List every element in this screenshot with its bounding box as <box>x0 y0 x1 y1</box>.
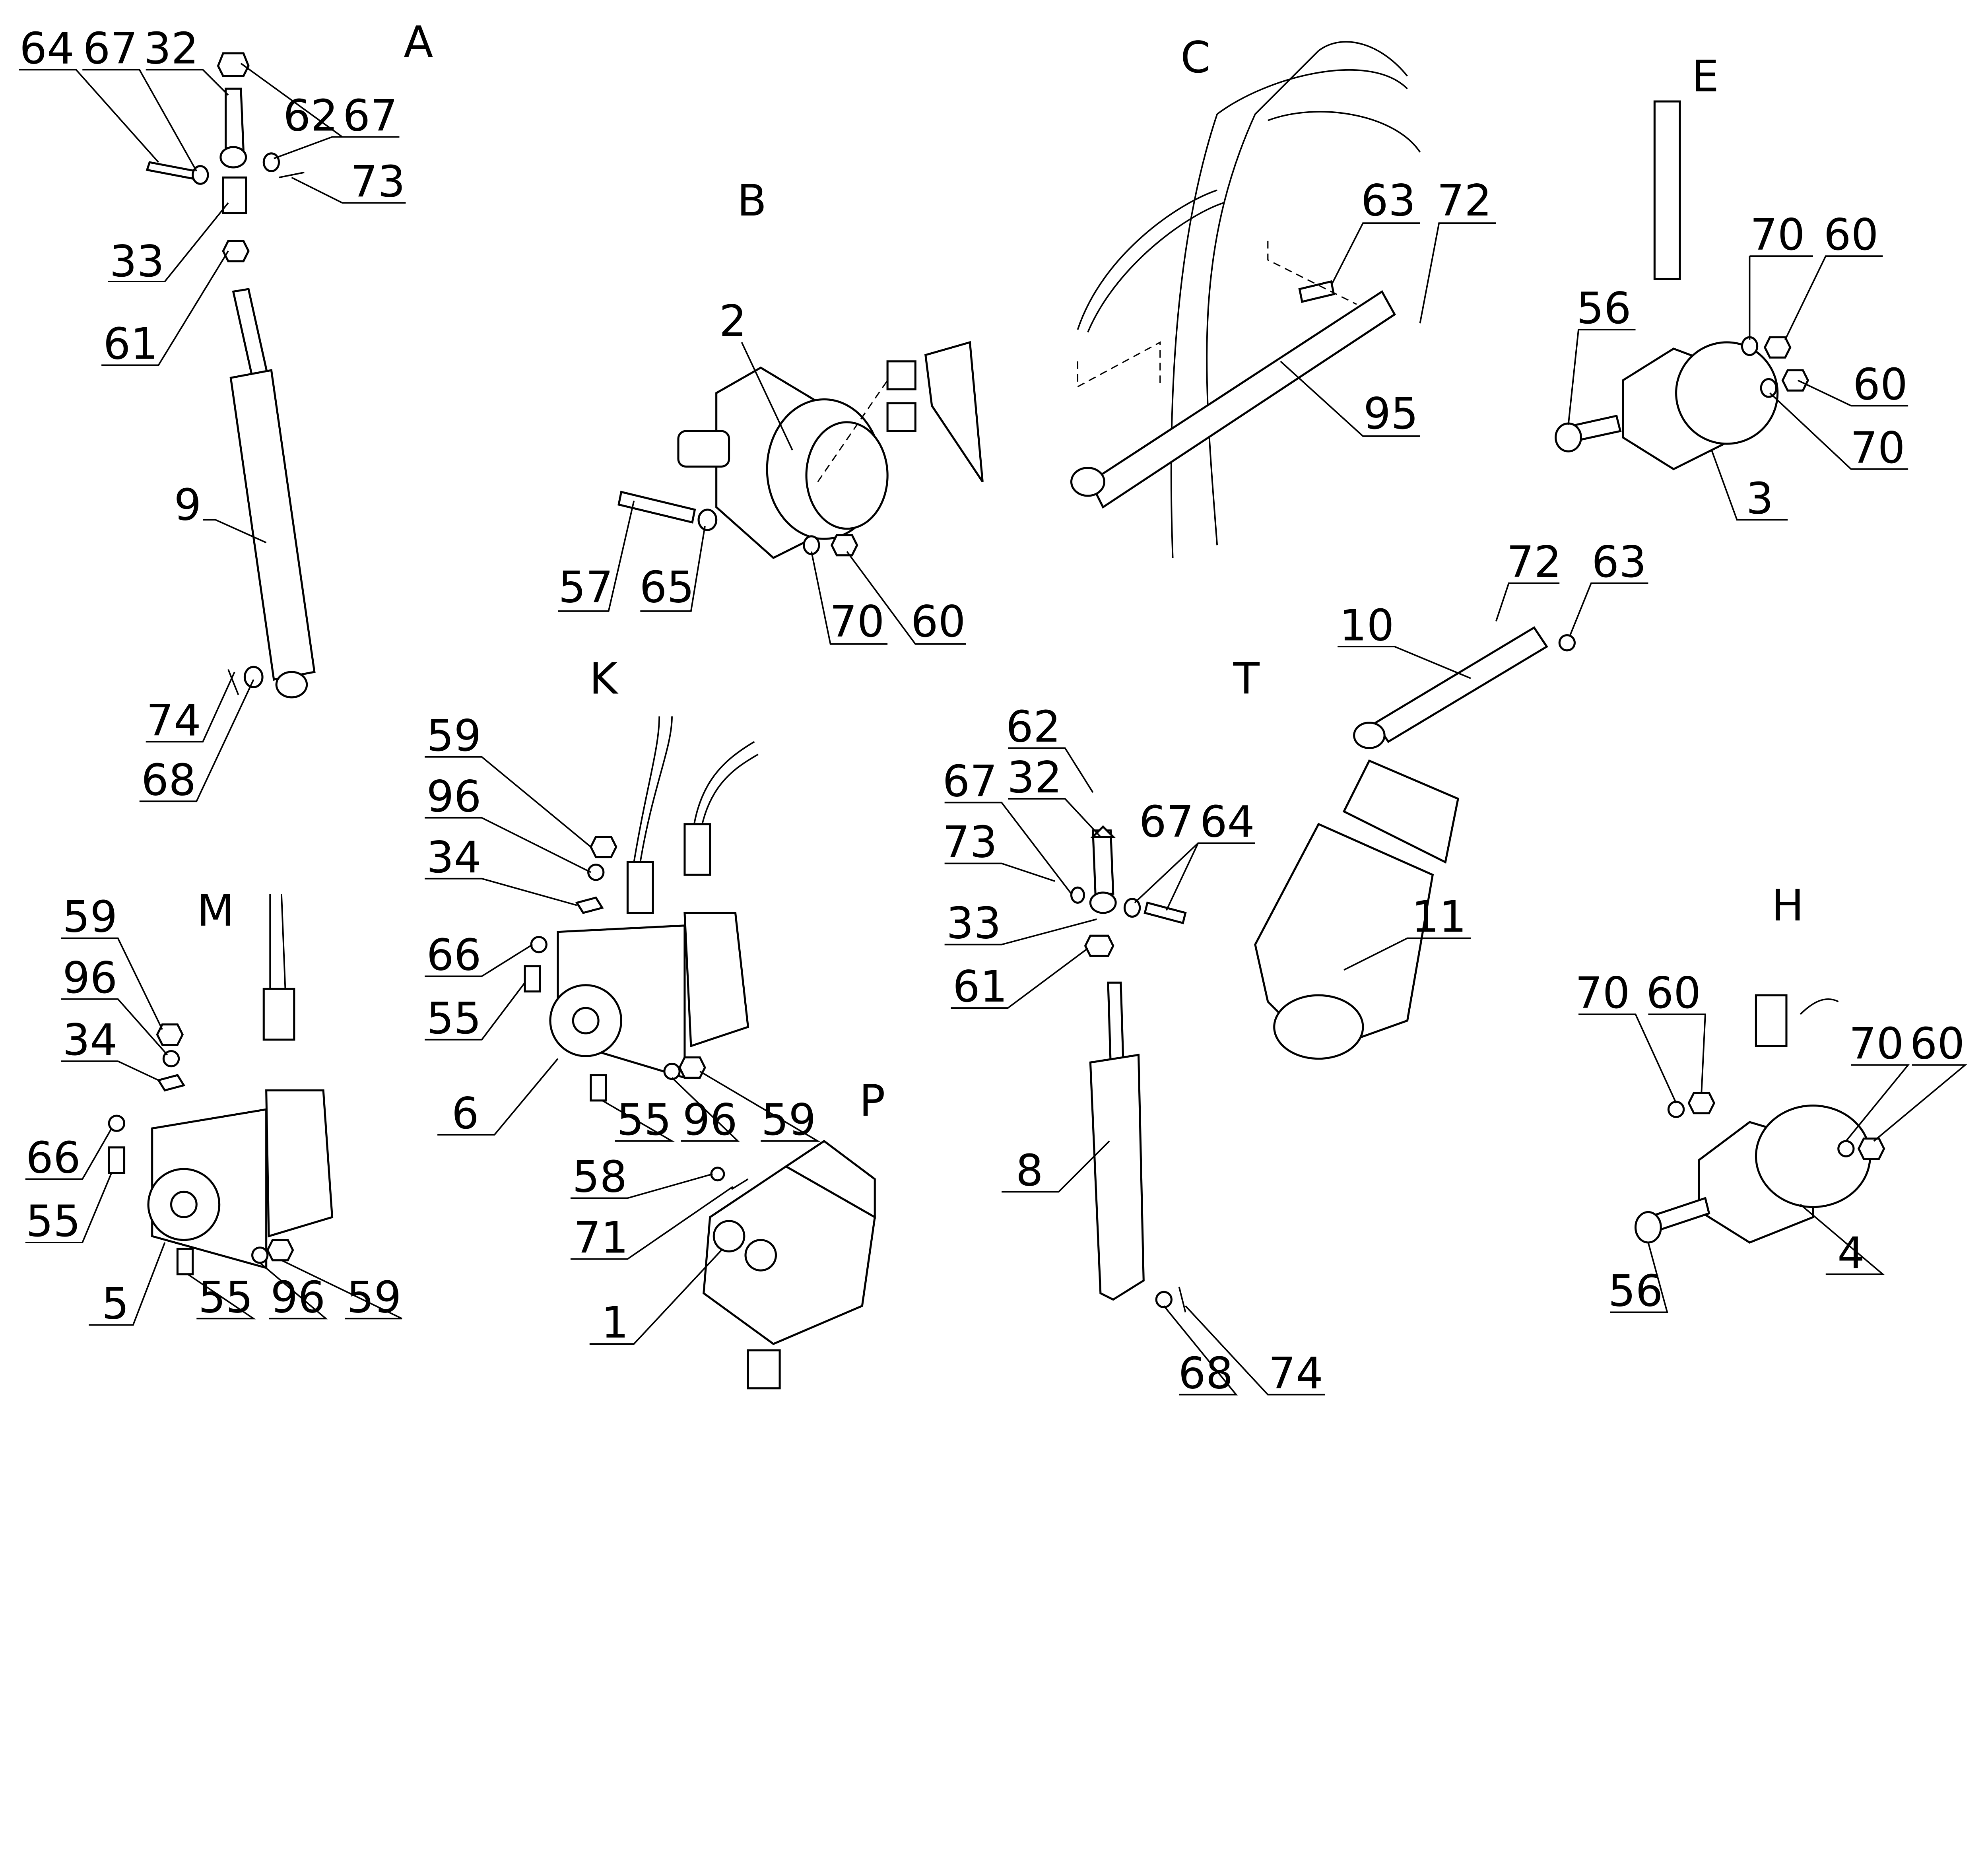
assembly-m-pump <box>108 894 334 1276</box>
callout-8: 8 <box>1016 1145 1043 1196</box>
assembly-b-motor <box>617 341 984 559</box>
callouts-t2: 10 72 63 11 <box>1338 537 1648 971</box>
assembly-c-hoses <box>1070 41 1421 558</box>
callouts-b: 2 57 65 70 60 <box>558 296 966 647</box>
callout-9: 9 <box>174 480 201 530</box>
callout-67: 67 <box>343 90 398 141</box>
assembly-t-cylinder-10-and-unit-11 <box>1254 626 1576 1060</box>
callout-32: 32 <box>1007 752 1062 803</box>
callouts-p: 58 71 1 <box>570 1151 734 1348</box>
callout-70: 70 <box>1575 968 1630 1018</box>
callouts-c: 63 72 95 <box>1280 175 1496 439</box>
callout-5: 5 <box>102 1278 129 1329</box>
callout-73: 73 <box>350 156 405 207</box>
callout-60: 60 <box>1910 1019 1965 1069</box>
callout-74: 74 <box>1268 1348 1323 1399</box>
callout-59: 59 <box>427 711 481 761</box>
callout-33: 33 <box>946 898 1001 949</box>
callout-59: 59 <box>761 1095 816 1145</box>
callout-59: 59 <box>62 892 117 942</box>
callout-3: 3 <box>1746 473 1774 524</box>
group-label-e: E <box>1692 51 1719 102</box>
callout-55: 55 <box>198 1272 253 1322</box>
callout-65: 65 <box>639 562 694 613</box>
callout-2: 2 <box>719 296 747 346</box>
callouts-h: 70 60 70 60 56 4 <box>1575 968 1967 1316</box>
callout-55: 55 <box>617 1095 672 1145</box>
callout-73: 73 <box>942 817 997 868</box>
callout-10: 10 <box>1340 600 1394 650</box>
assembly-e-motor <box>1555 100 1809 470</box>
callout-66: 66 <box>427 930 481 980</box>
callout-68: 68 <box>141 755 196 805</box>
callout-63: 63 <box>1592 537 1646 587</box>
callouts-a: 64 67 32 62 67 73 33 61 9 74 68 <box>19 23 406 805</box>
assembly-p-valve-block <box>703 1140 876 1390</box>
callout-34: 34 <box>62 1015 117 1065</box>
callout-62: 62 <box>1006 701 1061 752</box>
callout-57: 57 <box>558 562 613 613</box>
callout-74: 74 <box>146 695 201 746</box>
exploded-parts-diagram: A B C E K T M H P 64 67 32 62 67 73 33 6… <box>19 17 1967 1399</box>
callout-55: 55 <box>26 1196 81 1246</box>
callout-70: 70 <box>1849 1019 1904 1069</box>
callout-96: 96 <box>683 1095 738 1145</box>
callout-64: 64 <box>19 23 74 74</box>
callouts-e: 56 70 60 60 70 3 <box>1567 210 1908 524</box>
callout-63: 63 <box>1361 175 1416 226</box>
callout-70: 70 <box>830 596 885 647</box>
callout-68: 68 <box>1178 1348 1233 1399</box>
callout-55: 55 <box>427 993 481 1044</box>
assembly-a-cylinder <box>146 52 316 699</box>
callout-56: 56 <box>1608 1266 1663 1316</box>
group-label-h: H <box>1771 880 1804 931</box>
group-label-b: B <box>737 175 767 226</box>
callout-62: 62 <box>283 90 338 141</box>
callout-71: 71 <box>574 1213 629 1263</box>
callout-70: 70 <box>1850 423 1905 473</box>
callout-60: 60 <box>1853 359 1908 410</box>
callout-4: 4 <box>1837 1228 1865 1278</box>
callout-95: 95 <box>1363 388 1418 439</box>
assembly-k-pump <box>524 716 759 1102</box>
callout-34: 34 <box>427 832 481 883</box>
group-label-p: P <box>859 1076 885 1126</box>
callout-72: 72 <box>1437 175 1492 226</box>
callout-11: 11 <box>1411 892 1466 942</box>
callout-67: 67 <box>942 756 997 807</box>
group-label-k: K <box>589 653 619 704</box>
callout-32: 32 <box>144 23 199 74</box>
callout-66: 66 <box>26 1133 81 1183</box>
group-label-m: M <box>197 885 234 936</box>
group-label-t: T <box>1233 653 1260 704</box>
callout-96: 96 <box>62 953 117 1003</box>
assembly-h-motor <box>1634 994 1885 1244</box>
callout-61: 61 <box>103 318 158 369</box>
group-label-c: C <box>1180 32 1211 83</box>
callout-64: 64 <box>1200 797 1255 847</box>
group-label-a: A <box>404 17 433 67</box>
callouts-m: 59 96 34 66 55 5 55 96 59 <box>25 892 402 1329</box>
callout-1: 1 <box>601 1297 629 1348</box>
callout-67: 67 <box>1139 797 1194 847</box>
callout-72: 72 <box>1507 537 1561 587</box>
callouts-t: 62 32 67 73 67 64 33 61 8 68 74 <box>942 701 1325 1399</box>
callout-61: 61 <box>953 961 1008 1012</box>
callout-60: 60 <box>1824 210 1879 260</box>
callout-6: 6 <box>452 1088 479 1139</box>
callout-67: 67 <box>83 23 138 74</box>
callout-70: 70 <box>1750 210 1805 260</box>
callout-96: 96 <box>427 771 481 822</box>
callouts-k: 59 96 34 66 55 6 55 96 59 <box>425 711 821 1145</box>
assembly-t-cylinder-8 <box>1070 825 1187 1312</box>
callout-56: 56 <box>1576 283 1631 334</box>
callout-33: 33 <box>109 236 164 287</box>
callout-58: 58 <box>572 1151 627 1202</box>
callout-60: 60 <box>1646 968 1701 1018</box>
callout-60: 60 <box>911 596 966 647</box>
